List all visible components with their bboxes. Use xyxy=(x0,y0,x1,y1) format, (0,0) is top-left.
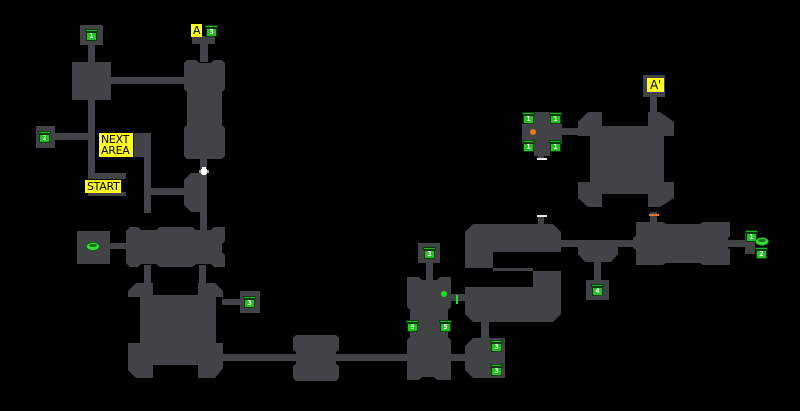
chest-number: 3 xyxy=(206,28,217,37)
warp-a-label[interactable]: A xyxy=(191,24,203,37)
chest-icon[interactable]: 1 xyxy=(549,140,562,152)
room-small-mid xyxy=(184,173,207,212)
room-top-left xyxy=(72,62,111,100)
chest-number: 5 xyxy=(440,323,451,332)
chest-number: 3 xyxy=(491,343,502,352)
chest-icon[interactable]: 3 xyxy=(205,25,218,37)
chest-number: 2 xyxy=(39,134,50,143)
chest-number: 4 xyxy=(592,287,603,296)
orange-marker-icon xyxy=(530,129,536,135)
chest-icon[interactable]: 1 xyxy=(549,112,562,124)
chest-number: 1 xyxy=(86,32,97,41)
corridor xyxy=(650,212,657,226)
corridor xyxy=(594,260,601,280)
corridor xyxy=(538,216,544,228)
orange-door-icon xyxy=(649,214,659,216)
chest-icon[interactable]: 3 xyxy=(423,247,436,259)
chest-number: 1 xyxy=(550,143,561,152)
corridor xyxy=(200,38,208,62)
corridor xyxy=(448,354,468,361)
warp-pad-icon[interactable] xyxy=(755,237,769,246)
corridor xyxy=(108,243,130,249)
green-marker-icon xyxy=(441,291,447,297)
chest-icon[interactable]: 3 xyxy=(490,340,503,352)
chest-icon[interactable]: 1 xyxy=(522,112,535,124)
room-next-area-block xyxy=(134,133,151,157)
chest-icon[interactable]: 3 xyxy=(490,364,503,376)
chest-number: 3 xyxy=(491,367,502,376)
warp-a-prime-label[interactable]: A' xyxy=(647,78,664,92)
corridor xyxy=(481,318,489,342)
corridor xyxy=(52,133,90,140)
corridor xyxy=(88,173,126,179)
corridor xyxy=(222,354,298,361)
corridor xyxy=(199,265,206,285)
chest-number: 5 xyxy=(407,323,418,332)
corridor xyxy=(144,265,151,285)
corridor xyxy=(426,260,433,280)
player-icon xyxy=(199,160,209,175)
chest-number: 1 xyxy=(550,115,561,124)
white-door-icon xyxy=(537,215,547,217)
corridor xyxy=(110,77,184,84)
chest-number: 1 xyxy=(523,143,534,152)
next-area-label[interactable]: NEXT AREA xyxy=(99,133,133,157)
room-wide-left xyxy=(126,227,225,267)
corridor xyxy=(88,99,95,175)
corridor xyxy=(88,40,95,64)
corridor xyxy=(650,93,657,115)
room-big-left xyxy=(128,283,223,378)
room-big-right xyxy=(578,112,674,207)
room-a-alcove xyxy=(192,36,215,44)
start-label[interactable]: START xyxy=(85,180,122,193)
room-s-shape xyxy=(465,224,561,322)
corridor xyxy=(88,192,126,196)
chest-icon[interactable]: 2 xyxy=(755,247,768,259)
corridor xyxy=(150,188,186,195)
chest-number: 2 xyxy=(756,250,767,259)
chest-icon[interactable]: 2 xyxy=(38,131,51,143)
chest-number: 3 xyxy=(244,299,255,308)
room-small-connector xyxy=(578,240,618,262)
corridor xyxy=(560,128,582,135)
room-tall-top xyxy=(184,60,225,159)
chest-icon[interactable]: 5 xyxy=(406,320,419,332)
corridor xyxy=(728,240,752,247)
corridor xyxy=(336,354,411,361)
room-far-right-nub xyxy=(745,232,755,254)
white-door-icon xyxy=(537,158,547,160)
chest-icon[interactable]: 1 xyxy=(522,140,535,152)
warp-pad-icon[interactable] xyxy=(86,242,100,251)
corridor xyxy=(616,240,636,247)
next-area-line1: NEXT xyxy=(101,133,130,146)
room-wide-right xyxy=(633,222,730,265)
room-small-bottom xyxy=(293,335,339,381)
corridor xyxy=(144,133,151,213)
chest-icon[interactable]: 3 xyxy=(243,296,256,308)
corridor xyxy=(448,294,468,301)
next-area-line2: AREA xyxy=(101,144,130,157)
green-door-icon xyxy=(456,295,458,304)
chest-icon[interactable]: 1 xyxy=(85,29,98,41)
corridor xyxy=(222,299,242,305)
chest-number: 1 xyxy=(523,115,534,124)
chest-number: 3 xyxy=(424,250,435,259)
chest-icon[interactable]: 4 xyxy=(591,284,604,296)
corridor xyxy=(560,240,580,247)
chest-icon[interactable]: 5 xyxy=(439,320,452,332)
